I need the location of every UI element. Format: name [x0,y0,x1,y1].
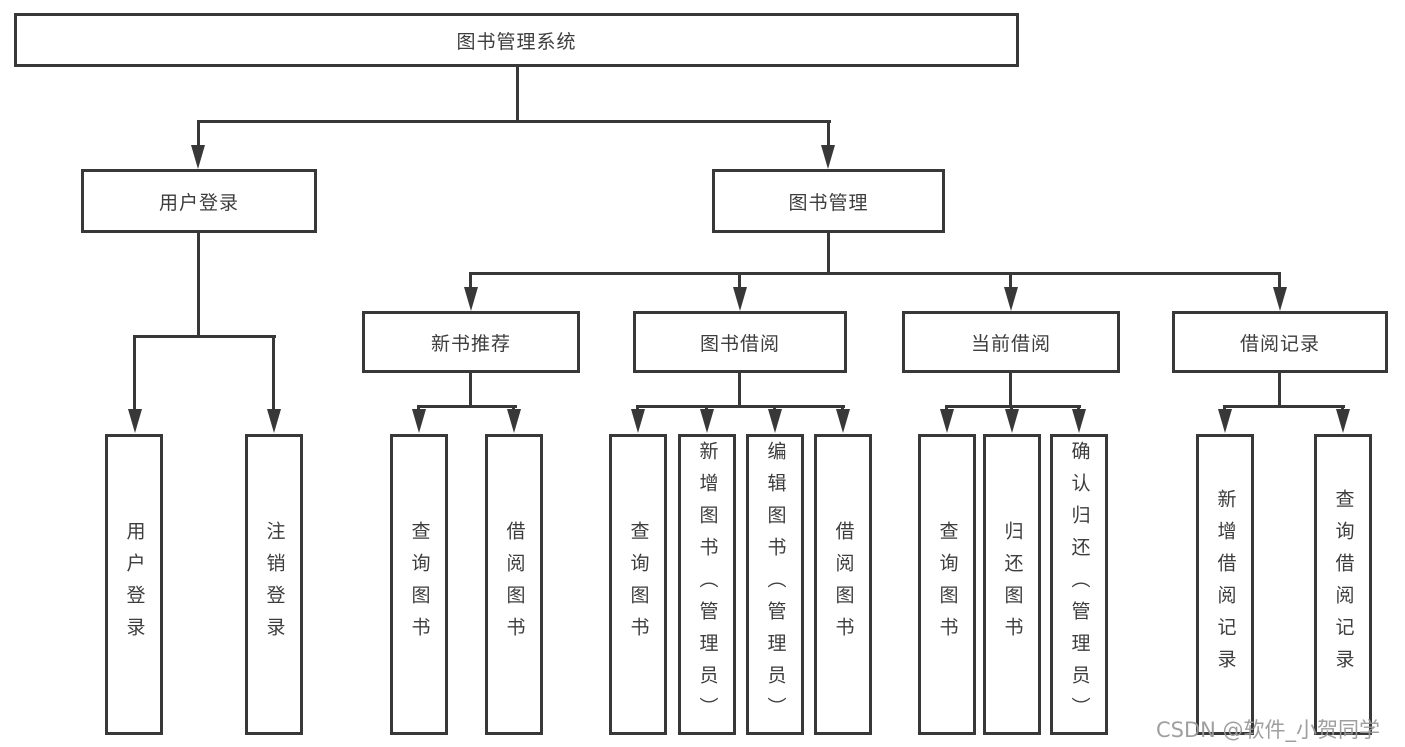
connector-fan-hbar [1223,405,1345,408]
leaf-add-books-admin-label: 新增图书（管理员） [696,440,719,729]
leaf-confirm-return-admin-label: 确认归还（管理员） [1068,440,1091,729]
node-current-borrow: 当前借阅 [902,311,1120,373]
connector-fan-hbar [945,405,1081,408]
connector-root-trunk [516,66,519,122]
arrowhead-down [836,409,850,433]
connector-drop [133,335,136,411]
arrowhead-down [128,409,142,433]
connector-drop [1009,272,1012,290]
node-book-borrow-label: 图书借阅 [699,332,780,355]
arrowhead-down [507,409,521,433]
connector-drop [738,272,741,290]
leaf-query-books-3-label: 查询图书 [936,520,959,649]
arrowhead-down [1072,409,1086,433]
arrowhead-down [940,409,954,433]
leaf-borrow-books-2-label: 借阅图书 [832,520,855,649]
node-borrow-record-label: 借阅记录 [1239,332,1320,355]
leaf-query-books-1: 查询图书 [390,434,448,735]
node-user-login-label: 用户登录 [158,191,239,214]
leaf-edit-books-admin: 编辑图书（管理员） [746,434,804,735]
node-book-borrow: 图书借阅 [633,311,847,373]
leaf-add-borrow-record: 新增借阅记录 [1196,434,1254,735]
arrowhead-down [768,409,782,433]
leaf-borrow-books-1-label: 借阅图书 [503,520,526,649]
connector-fan-hbar [636,405,845,408]
connector-l3-trunk [738,371,741,407]
connector-l3-trunk [1009,371,1012,407]
connector-root-hbar [197,120,831,123]
node-current-borrow-label: 当前借阅 [970,332,1051,355]
leaf-query-books-3: 查询图书 [918,434,976,735]
leaf-user-login: 用户登录 [105,434,163,735]
leaf-return-books: 归还图书 [983,434,1041,735]
arrowhead-down [412,409,426,433]
leaf-add-borrow-record-label: 新增借阅记录 [1214,488,1237,681]
leaf-confirm-return-admin: 确认归还（管理员） [1050,434,1108,735]
connector-bookmgmt-trunk [827,231,830,274]
node-book-management: 图书管理 [712,169,945,233]
arrowhead-down [700,409,714,433]
leaf-query-books-2-label: 查询图书 [627,520,650,649]
arrowhead-down [733,287,747,311]
connector-drop [272,335,275,411]
leaf-borrow-books-2: 借阅图书 [814,434,872,735]
arrowhead-down [631,409,645,433]
connector-userlogin-hbar [133,335,276,338]
leaf-logout: 注销登录 [245,434,303,735]
arrowhead-down [1273,287,1287,311]
connector-drop [1278,272,1281,290]
leaf-query-borrow-record-label: 查询借阅记录 [1332,488,1355,681]
leaf-user-login-label: 用户登录 [123,520,146,649]
connector-bookmgmt-hbar [470,272,1281,275]
arrowhead-down [191,145,205,169]
connector-userlogin-trunk [197,231,200,337]
arrowhead-down [1004,287,1018,311]
connector-drop [469,272,472,290]
node-user-login: 用户登录 [81,169,317,233]
leaf-edit-books-admin-label: 编辑图书（管理员） [764,440,787,729]
arrowhead-down [821,145,835,169]
node-new-book-recommend-label: 新书推荐 [430,332,511,355]
connector-drop-left [197,120,200,148]
node-new-book-recommend: 新书推荐 [362,311,580,373]
arrowhead-down [1218,409,1232,433]
node-book-management-label: 图书管理 [788,191,869,214]
node-borrow-record: 借阅记录 [1172,311,1388,373]
leaf-logout-label: 注销登录 [263,520,286,649]
arrowhead-down [464,287,478,311]
csdn-watermark: CSDN @软件_小贺同学 [1156,718,1381,742]
node-root: 图书管理系统 [14,13,1019,67]
leaf-add-books-admin: 新增图书（管理员） [678,434,736,735]
leaf-query-books-2: 查询图书 [609,434,667,735]
connector-l3-trunk [469,371,472,407]
arrowhead-down [267,409,281,433]
leaf-borrow-books-1: 借阅图书 [485,434,543,735]
connector-fan-hbar [417,405,517,408]
connector-drop-right [827,120,830,148]
arrowhead-down [1005,409,1019,433]
node-root-label: 图书管理系统 [456,30,577,53]
leaf-query-borrow-record: 查询借阅记录 [1314,434,1372,735]
arrowhead-down [1336,409,1350,433]
leaf-query-books-1-label: 查询图书 [408,520,431,649]
connector-l3-trunk [1278,371,1281,407]
leaf-return-books-label: 归还图书 [1001,520,1024,649]
